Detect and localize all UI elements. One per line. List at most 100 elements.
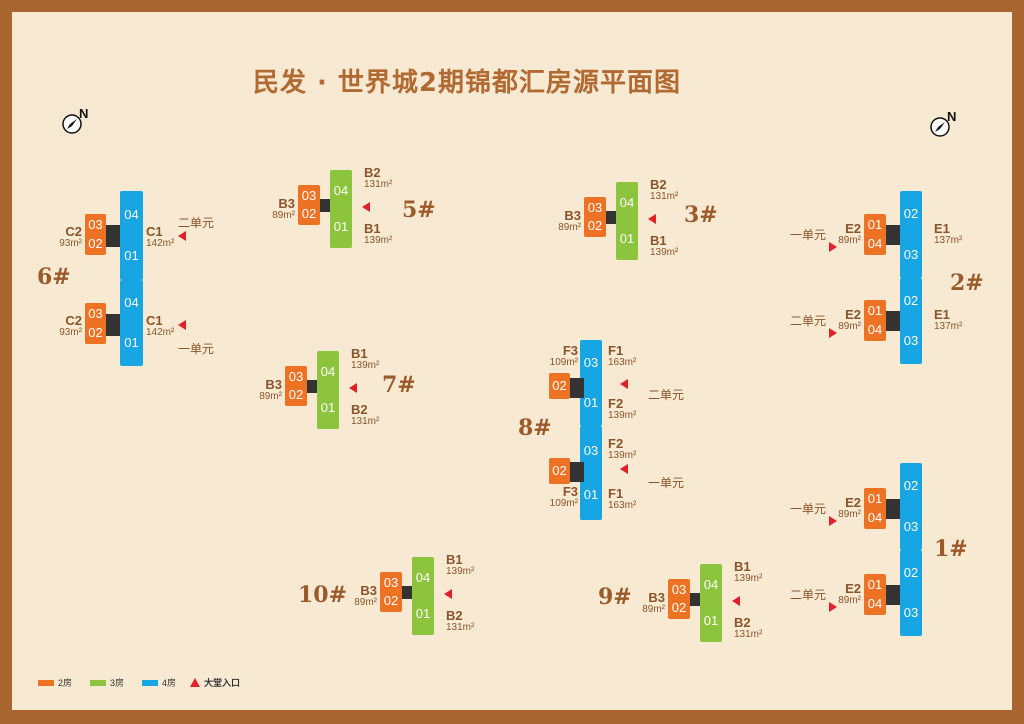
- unit-area: 137m²: [934, 235, 963, 246]
- unit-type: F1: [608, 343, 624, 358]
- entrance-arrow-icon: [829, 242, 837, 252]
- unit-entrance-label: 一单元: [790, 228, 827, 242]
- unit-block-2room[interactable]: 02: [549, 373, 570, 399]
- unit-number: 02: [671, 600, 687, 616]
- unit-number: 02: [552, 378, 567, 393]
- entrance-arrow-icon: [349, 383, 357, 393]
- unit-number: 01: [867, 577, 883, 593]
- entrance-arrow-icon: [829, 516, 837, 526]
- stair-core: [886, 585, 901, 605]
- unit-number: 04: [867, 235, 883, 251]
- unit-block-4room[interactable]: 04 01: [120, 280, 143, 366]
- legend-swatch-blue: [142, 679, 158, 686]
- unit-area: 139m²: [364, 235, 393, 246]
- unit-area: 139m²: [608, 450, 637, 461]
- unit-number: 03: [903, 604, 919, 620]
- building-number: 9#: [598, 584, 632, 610]
- unit-area: 139m²: [650, 247, 679, 258]
- unit-number: 04: [124, 295, 139, 311]
- stair-core: [106, 225, 121, 247]
- stair-core: [886, 499, 901, 519]
- unit-area: 93m²: [59, 327, 82, 338]
- building-number: 5#: [402, 197, 436, 223]
- entrance-arrow-icon: [732, 596, 740, 606]
- unit-number: 03: [903, 246, 919, 262]
- unit-type: F3: [562, 343, 578, 358]
- unit-number: 02: [301, 206, 317, 222]
- unit-type: E2: [845, 495, 861, 510]
- unit-entrance-label: 二单元: [790, 588, 827, 602]
- unit-number: 01: [124, 334, 139, 350]
- unit-area: 89m²: [838, 509, 861, 520]
- unit-area: 139m²: [351, 360, 380, 371]
- building-number: 6#: [37, 264, 71, 290]
- unit-area: 139m²: [446, 566, 475, 577]
- unit-area: 137m²: [934, 321, 963, 332]
- entrance-arrow-icon: [362, 202, 370, 212]
- unit-type: B1: [446, 552, 463, 567]
- unit-type: E1: [934, 221, 950, 236]
- unit-area: 131m²: [364, 179, 393, 190]
- stair-core: [106, 314, 121, 336]
- stair-core: [886, 225, 901, 245]
- unit-number: 02: [903, 293, 919, 309]
- unit-area: 139m²: [608, 410, 637, 421]
- unit-number: 04: [415, 570, 431, 586]
- stair-core: [886, 311, 901, 331]
- building-number: 3#: [684, 202, 718, 228]
- unit-area: 142m²: [146, 238, 175, 249]
- unit-area: 89m²: [838, 321, 861, 332]
- building-number: 8#: [518, 415, 552, 441]
- unit-area: 89m²: [272, 210, 295, 221]
- building-number: 1#: [934, 536, 968, 562]
- unit-entrance-label: 二单元: [178, 216, 215, 230]
- unit-block-2room[interactable]: 02: [549, 458, 570, 484]
- unit-number: 04: [124, 207, 139, 223]
- legend-label: 2房: [58, 678, 73, 688]
- unit-type: C1: [146, 313, 163, 328]
- stair-core: [570, 378, 584, 398]
- entrance-arrow-icon: [648, 214, 656, 224]
- building-number: 10#: [298, 582, 348, 608]
- entrance-arrow-icon: [620, 464, 628, 474]
- unit-number: 03: [903, 518, 919, 534]
- legend-swatch-orange: [38, 679, 54, 686]
- unit-area: 93m²: [59, 238, 82, 249]
